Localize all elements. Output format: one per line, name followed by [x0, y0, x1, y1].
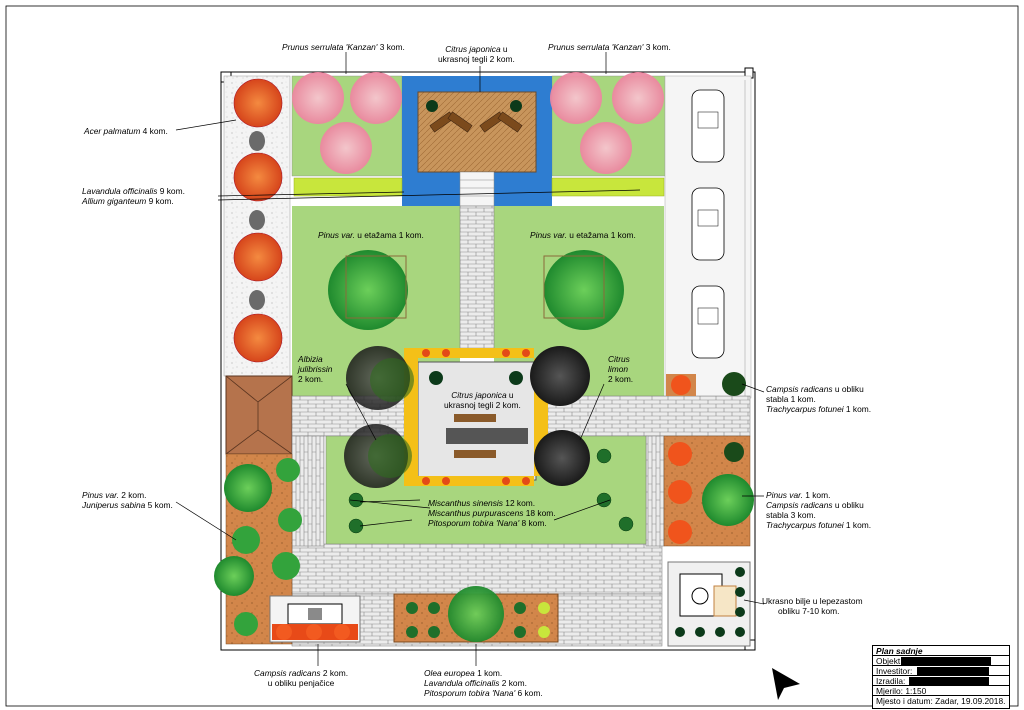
pinus-etaze-left: [328, 250, 408, 330]
redaction-bar: [901, 657, 991, 665]
label-citrus-limon: Citrus limon 2 kom.: [608, 354, 634, 384]
label-pinus-juniperus: Pinus var. 2 kom. Juniperus sabina 5 kom…: [82, 490, 173, 510]
label-pinus-campsis-right: Pinus var. 1 kom. Campsis radicans u obl…: [766, 490, 872, 530]
label-prunus-left: Prunus serrulata 'Kanzan' 3 kom.: [282, 42, 405, 52]
bench-bed-bottom-left: [269, 595, 361, 643]
label-campsis-trachy-top: Campsis radicans u obliku stabla 1 kom. …: [766, 384, 872, 414]
sheet-frame: [5, 5, 1019, 707]
pool-steps: [459, 171, 495, 207]
bed-right-soil: [663, 435, 754, 547]
title-block-investitor: Investitor:: [873, 666, 1009, 676]
label-ukrasno-bilje: Ukrasno bilje u lepezastom obliku 7-10 k…: [762, 596, 863, 616]
redaction-bar: [917, 667, 989, 675]
prunus-kanzan-right: [550, 72, 664, 174]
label-lavandula-allium: Lavandula officinalis 9 kom. Allium giga…: [82, 186, 185, 206]
pinus-etaze-right: [543, 250, 624, 330]
lavandula-row-left: [293, 177, 403, 197]
title-block-izradila: Izradila:: [873, 676, 1009, 686]
label-olea: Olea europea 1 kom. Lavandula officinali…: [424, 668, 543, 698]
label-pinus-left: Pinus var. u etažama 1 kom.: [318, 230, 424, 240]
palm-citrus-top: [426, 100, 522, 112]
parking-area: [664, 75, 752, 399]
north-label: N: [786, 678, 792, 687]
label-miscanthus: Miscanthus sinensis 12 kom. Miscanthus p…: [428, 498, 556, 528]
central-patio: [417, 361, 537, 481]
deck-loungers: [429, 111, 523, 133]
paved-right-column: [645, 435, 665, 547]
prunus-kanzan-left: [292, 72, 402, 174]
title-block: Plan sadnje Objekt: Investitor: Izradila…: [872, 645, 1010, 709]
label-campsis-bottom-left: Campsis radicans 2 kom. u obliku penjači…: [254, 668, 349, 688]
label-pinus-right: Pinus var. u etažama 1 kom.: [530, 230, 636, 240]
redaction-bar: [909, 677, 989, 685]
label-acer: Acer palmatum 4 kom.: [84, 126, 168, 136]
title-block-mjerilo: Mjerilo: 1:150: [873, 686, 1009, 696]
label-citrus-mid: Citrus japonica u ukrasnoj tegli 2 kom.: [444, 390, 521, 410]
label-albizia: Albizia julibrissin 2 kom.: [298, 354, 333, 384]
citrus-limon: [530, 346, 590, 486]
central-path: [459, 205, 495, 357]
campsis-trachycarpus-top: [666, 372, 746, 396]
title-block-mjesto: Mjesto i datum: Zadar, 19.09.2018.: [876, 696, 1006, 706]
olive-bed: [393, 586, 559, 643]
garden-shed-roof: [225, 375, 293, 455]
albizia-julibrissin: [344, 346, 414, 488]
title-block-objekt: Objekt:: [873, 656, 1009, 666]
acer-palmatum-group: [233, 78, 283, 363]
title-block-title: Plan sadnje: [873, 646, 1009, 656]
leader-lines: [175, 52, 765, 666]
bed-left-soil: [214, 453, 302, 645]
label-prunus-right: Prunus serrulata 'Kanzan' 3 kom.: [548, 42, 671, 52]
fan-planting-corner: [667, 561, 751, 647]
north-arrow-icon: [772, 668, 800, 700]
lavandula-row-right: [551, 177, 665, 197]
label-citrus-top: Citrus japonica u ukrasnoj tegli 2 kom.: [438, 44, 515, 64]
